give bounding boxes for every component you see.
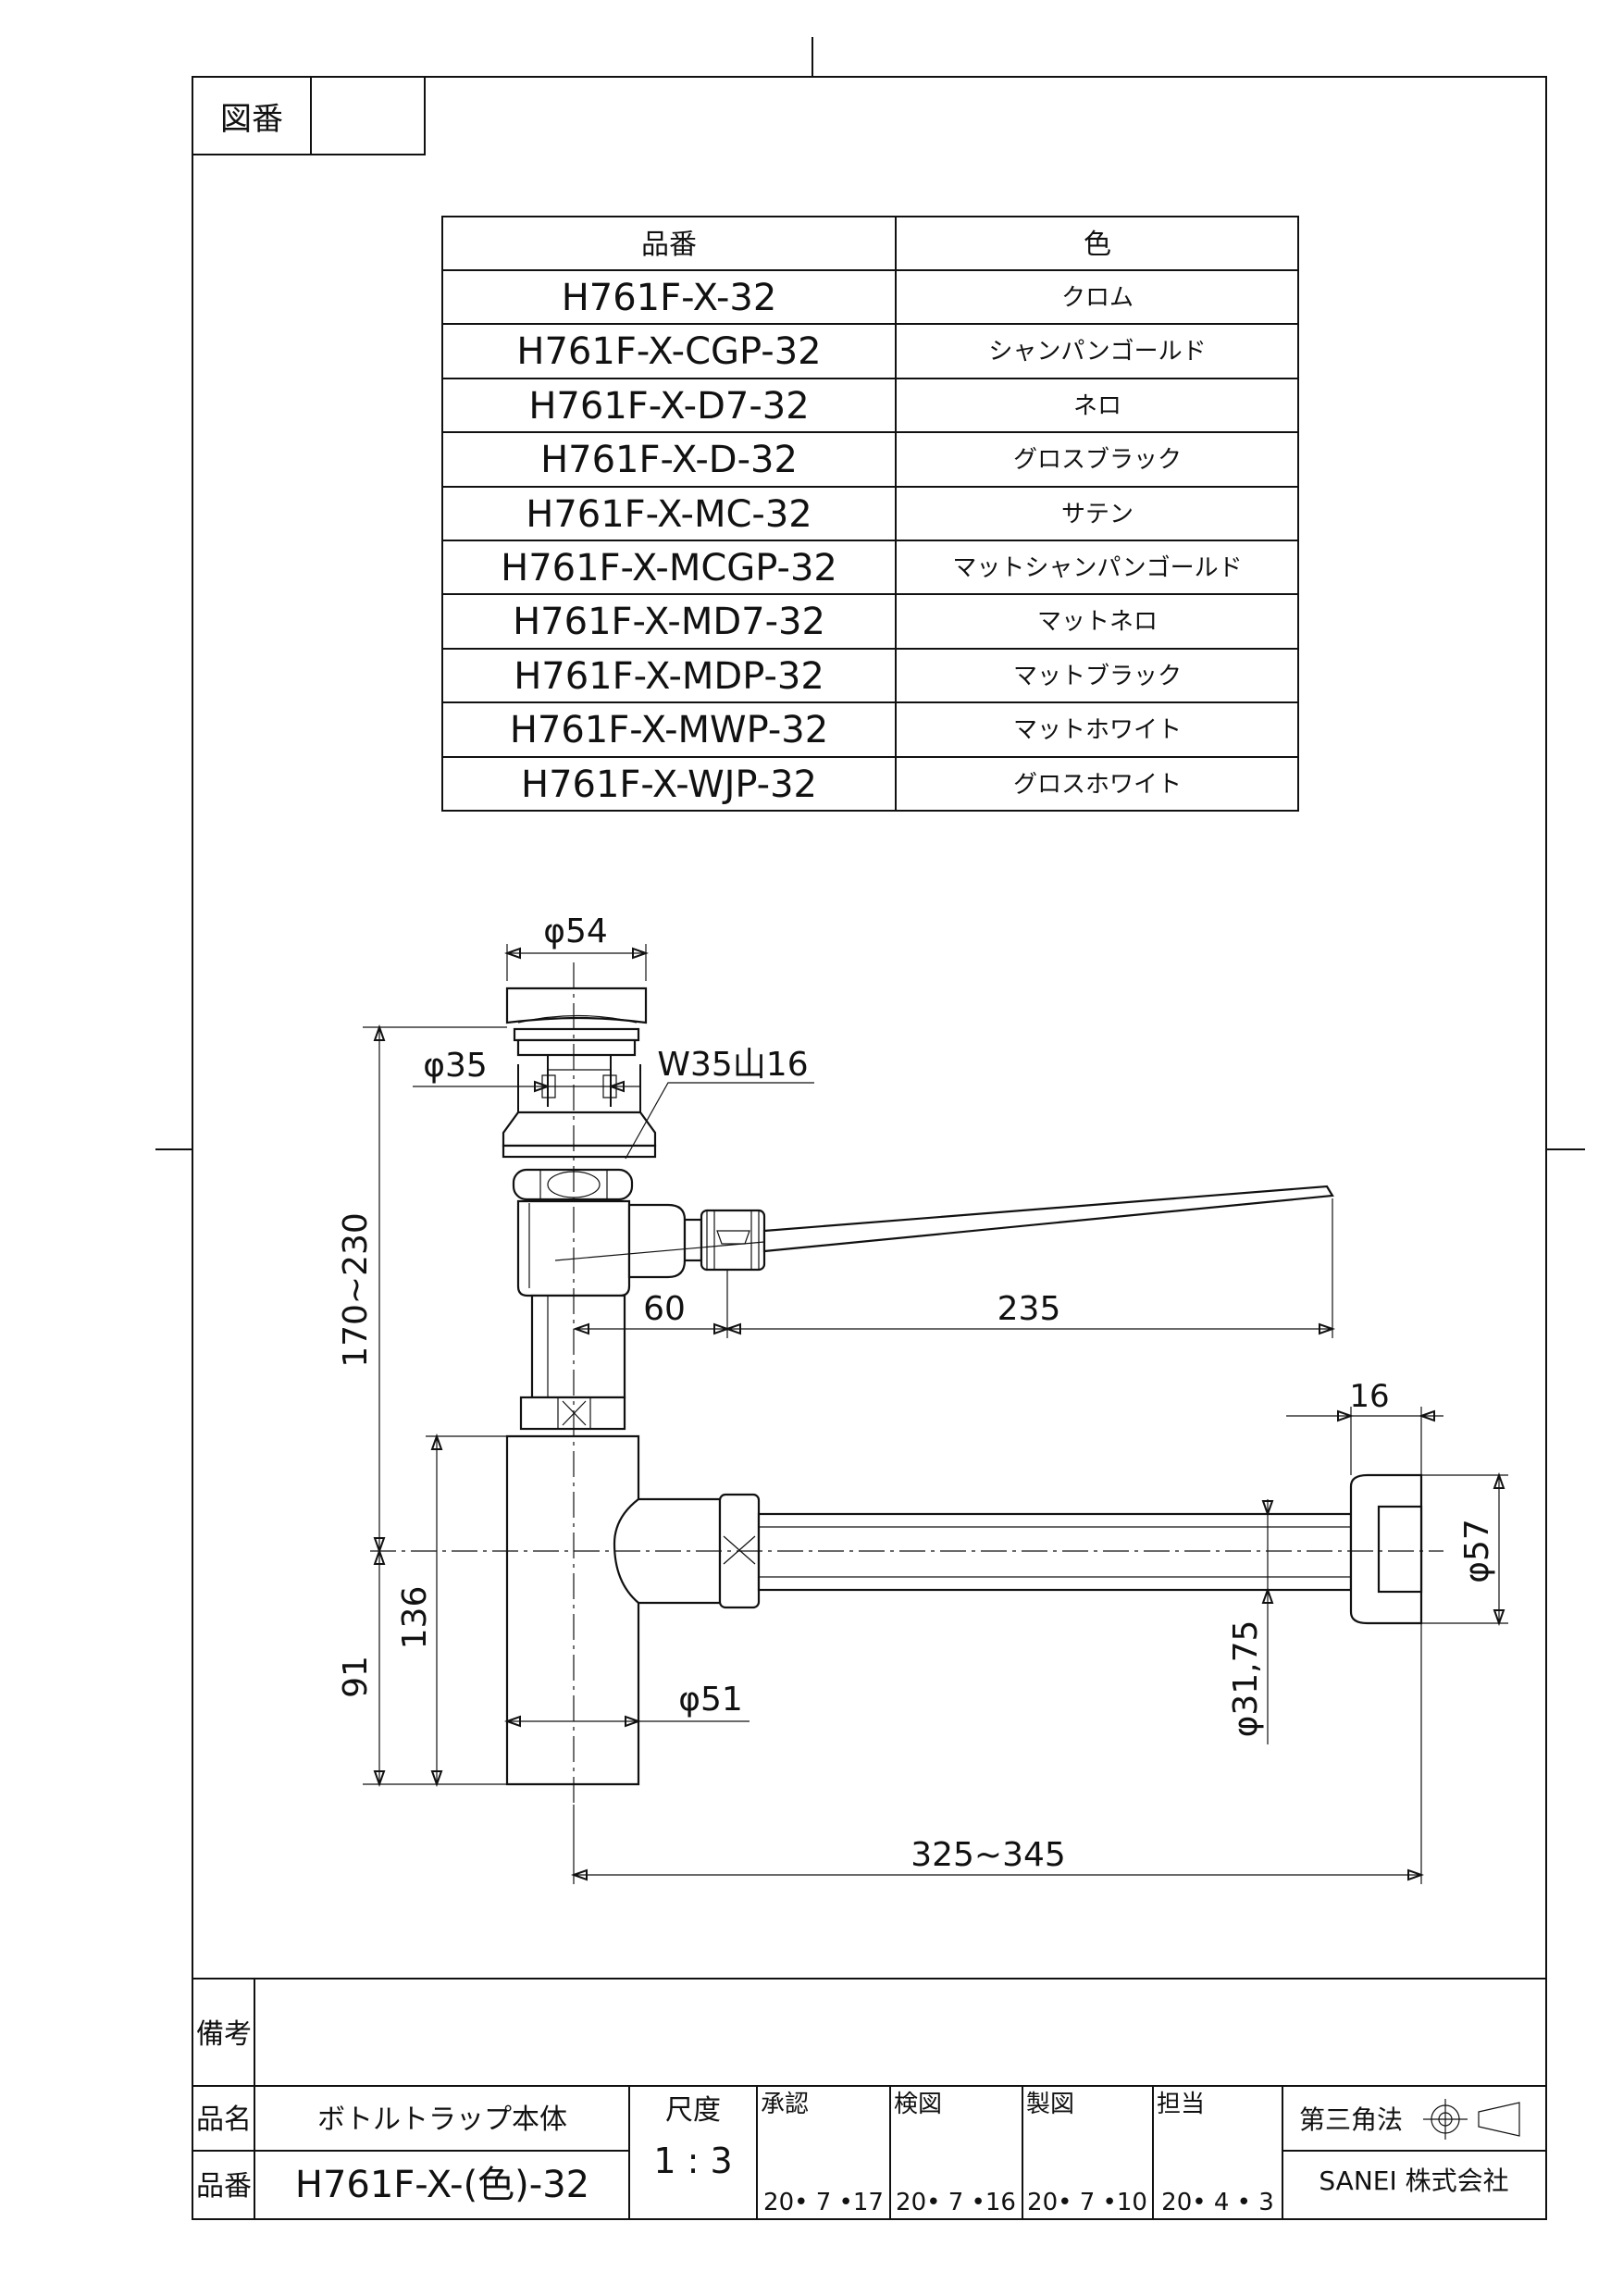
table-part-number: H761F-X-D7-32	[528, 385, 809, 428]
table-header-part-number: 品番	[641, 229, 697, 261]
table-color: サテン	[1061, 501, 1134, 528]
table-part-number: H761F-X-MCGP-32	[501, 547, 837, 590]
dim-trap-height: 136	[396, 1586, 434, 1650]
table-color: マットシャンパンゴールド	[952, 554, 1242, 582]
scale-value: 1 : 3	[653, 2141, 732, 2181]
table-part-number: H761F-X-D-32	[540, 439, 798, 481]
outlet-pipe	[757, 1512, 1353, 1592]
dim-outlet-height: 91	[337, 1656, 375, 1698]
parts-table: 品番 色 H761F-X-32 H761F-X-CGP-32 H761F-X-D…	[441, 216, 1299, 812]
table-part-number: H761F-X-WJP-32	[521, 763, 817, 806]
projection-label: 第三角法	[1299, 2104, 1403, 2135]
scale-label: 尺度	[665, 2094, 721, 2127]
rod-nut	[700, 1209, 766, 1272]
lower-tube	[530, 1294, 626, 1399]
charge-date: 20• 4 • 3	[1161, 2189, 1274, 2216]
dim-body-diameter: φ35	[423, 1047, 488, 1085]
table-color: マットブラック	[1013, 663, 1182, 690]
table-header-color: 色	[1084, 229, 1111, 261]
drawn-label: 製図	[1026, 2091, 1074, 2118]
pull-rod	[762, 1185, 1334, 1253]
bottle-trap-drawing	[370, 962, 1443, 1805]
table-part-number: H761F-X-CGP-32	[516, 330, 821, 373]
charge-label: 担当	[1157, 2091, 1205, 2118]
table-color: マットホワイト	[1013, 716, 1182, 744]
drawn-date: 20• 7 •10	[1027, 2189, 1147, 2216]
table-color: クロム	[1061, 284, 1134, 312]
dim-flange-diameter: φ57	[1458, 1519, 1496, 1583]
dim-rod-length: 235	[997, 1290, 1061, 1328]
table-part-number: H761F-X-MWP-32	[510, 709, 828, 751]
product-name-label: 品名	[196, 2104, 252, 2136]
drawing-number-label: 図番	[220, 101, 283, 138]
table-color: グロスホワイト	[1013, 771, 1182, 799]
lock-nut	[502, 1111, 657, 1148]
table-color: グロスブラック	[1013, 446, 1182, 474]
checked-label: 検図	[894, 2091, 942, 2118]
dimensions: φ54 φ35 W35山16 170~230 60 235 16 φ57	[337, 912, 1508, 1884]
product-number-label: 品番	[196, 2170, 252, 2203]
third-angle-projection-icon	[1423, 2099, 1520, 2140]
approved-label: 承認	[761, 2091, 809, 2118]
popup-cap	[505, 987, 648, 1024]
table-color: シャンパンゴールド	[988, 338, 1206, 366]
remarks-label: 備考	[196, 2018, 252, 2051]
table-part-number: H761F-X-32	[562, 277, 777, 319]
dim-total-length: 325~345	[911, 1836, 1066, 1874]
title-block: 備考 品名 ボトルトラップ本体 品番 H761F-X-(色)-32 尺度 1 :…	[192, 1978, 1546, 2219]
coupling	[512, 1168, 634, 1201]
table-part-number: H761F-X-MC-32	[526, 493, 812, 536]
table-part-number: H761F-X-MDP-32	[514, 655, 824, 698]
dim-height-range: 170~230	[337, 1212, 375, 1368]
product-number: H761F-X-(色)-32	[295, 2164, 589, 2206]
table-part-number: H761F-X-MD7-32	[513, 601, 825, 643]
drawing-number-box: 図番	[192, 76, 426, 155]
cap-flange	[513, 1027, 640, 1042]
dim-top-diameter: φ54	[543, 912, 608, 950]
company-name: SANEI 株式会社	[1319, 2166, 1508, 2196]
dim-pipe-diameter: φ31,75	[1227, 1620, 1265, 1738]
trap-body	[505, 1434, 640, 1786]
hex-nut	[519, 1396, 626, 1431]
product-name: ボトルトラップ本体	[317, 2104, 567, 2136]
approved-date: 20• 7 •17	[763, 2189, 884, 2216]
checked-date: 20• 7 •16	[896, 2189, 1016, 2216]
dim-flange-thickness: 16	[1349, 1378, 1389, 1415]
table-color: マットネロ	[1037, 608, 1158, 636]
dim-trap-diameter: φ51	[678, 1681, 743, 1719]
table-color: ネロ	[1073, 392, 1121, 420]
dim-rod-offset: 60	[643, 1290, 686, 1328]
dim-thread: W35山16	[657, 1046, 808, 1084]
drawing-frame	[155, 37, 1585, 2220]
rod-branch	[627, 1203, 687, 1279]
